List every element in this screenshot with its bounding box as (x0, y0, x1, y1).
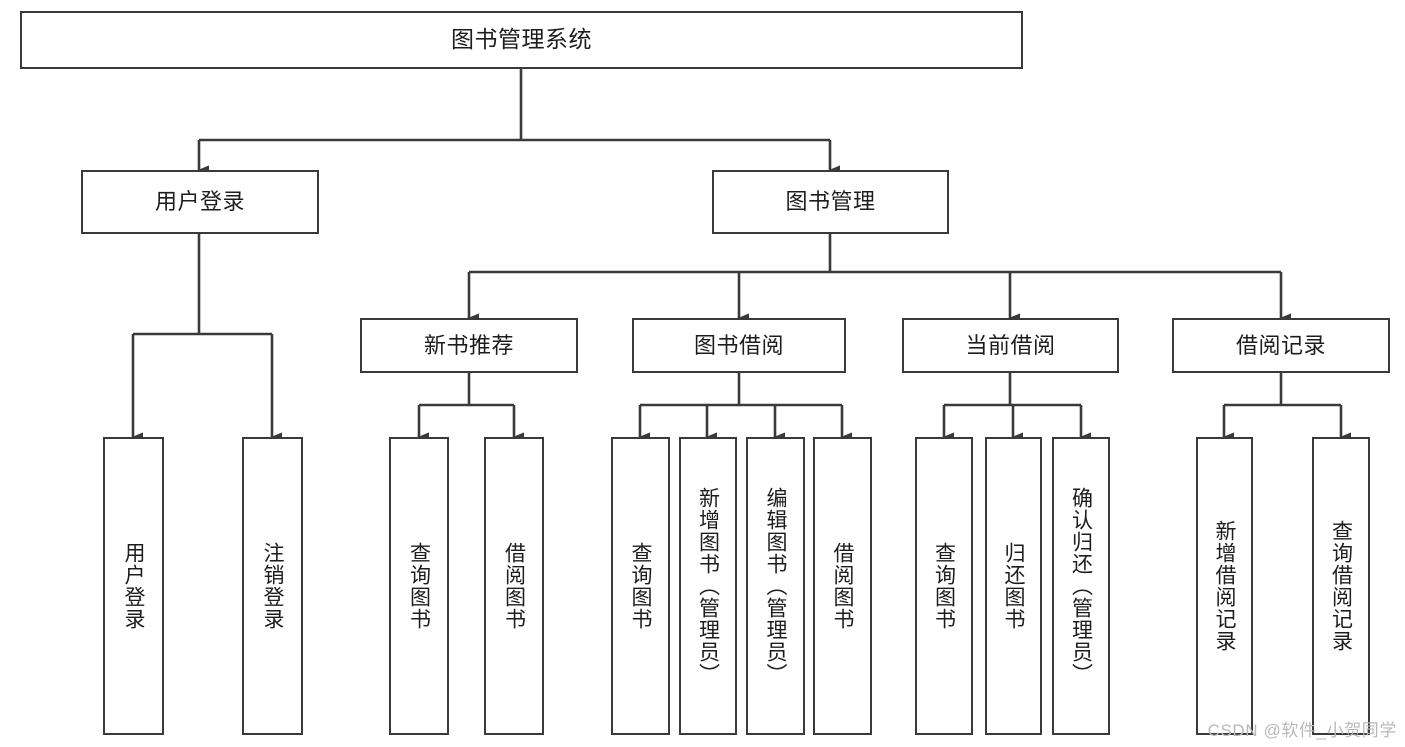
node-leaf-add-borrow-record-label: 新增借阅记录 (1213, 520, 1236, 652)
watermark-label: CSDN @软件_小贺同学 (1207, 721, 1397, 740)
node-new-book-recommend[interactable]: 新书推荐 (360, 318, 578, 373)
node-leaf-query-book-cur-label: 查询图书 (932, 542, 956, 630)
node-leaf-edit-book-admin-label: 编辑图书（管理员） (764, 487, 787, 685)
node-leaf-return-book-label: 归还图书 (1002, 542, 1025, 630)
node-borrow-record-label: 借阅记录 (1235, 332, 1326, 358)
node-leaf-query-book-rec[interactable]: 查询图书 (389, 437, 449, 735)
node-book-manage-label: 图书管理 (785, 189, 876, 215)
node-new-book-recommend-label: 新书推荐 (423, 332, 514, 358)
node-leaf-add-book-admin[interactable]: 新增图书（管理员） (679, 437, 737, 735)
node-user-login-label: 用户登录 (154, 189, 245, 215)
node-leaf-borrow-book-bor[interactable]: 借阅图书 (813, 437, 872, 735)
node-leaf-user-login[interactable]: 用户登录 (103, 437, 164, 735)
node-leaf-query-book-rec-label: 查询图书 (407, 542, 431, 630)
node-leaf-confirm-return-admin-label: 确认归还（管理员） (1069, 487, 1093, 685)
node-current-borrow[interactable]: 当前借阅 (902, 318, 1119, 373)
node-user-login[interactable]: 用户登录 (81, 170, 319, 234)
node-leaf-query-book-cur[interactable]: 查询图书 (915, 437, 973, 735)
node-borrow-record[interactable]: 借阅记录 (1172, 318, 1390, 373)
node-leaf-add-borrow-record[interactable]: 新增借阅记录 (1196, 437, 1253, 735)
node-root-label: 图书管理系统 (451, 26, 592, 53)
node-root[interactable]: 图书管理系统 (20, 11, 1023, 69)
node-book-manage[interactable]: 图书管理 (712, 170, 949, 234)
node-leaf-edit-book-admin[interactable]: 编辑图书（管理员） (746, 437, 805, 735)
node-leaf-user-logout-label: 注销登录 (261, 542, 284, 630)
node-leaf-query-book-bor[interactable]: 查询图书 (611, 437, 670, 735)
node-leaf-query-borrow-record-label: 查询借阅记录 (1329, 520, 1353, 652)
node-leaf-borrow-book-bor-label: 借阅图书 (831, 542, 854, 630)
node-leaf-borrow-book-rec-label: 借阅图书 (502, 542, 526, 630)
node-leaf-borrow-book-rec[interactable]: 借阅图书 (484, 437, 544, 735)
node-leaf-query-book-bor-label: 查询图书 (629, 542, 652, 630)
node-book-borrow[interactable]: 图书借阅 (632, 318, 846, 373)
node-leaf-add-book-admin-label: 新增图书（管理员） (696, 487, 720, 685)
node-book-borrow-label: 图书借阅 (693, 332, 784, 358)
node-leaf-return-book[interactable]: 归还图书 (985, 437, 1042, 735)
node-current-borrow-label: 当前借阅 (965, 332, 1056, 358)
node-leaf-query-borrow-record[interactable]: 查询借阅记录 (1312, 437, 1370, 735)
node-leaf-user-logout[interactable]: 注销登录 (242, 437, 303, 735)
node-leaf-user-login-label: 用户登录 (122, 542, 145, 630)
node-leaf-confirm-return-admin[interactable]: 确认归还（管理员） (1052, 437, 1110, 735)
